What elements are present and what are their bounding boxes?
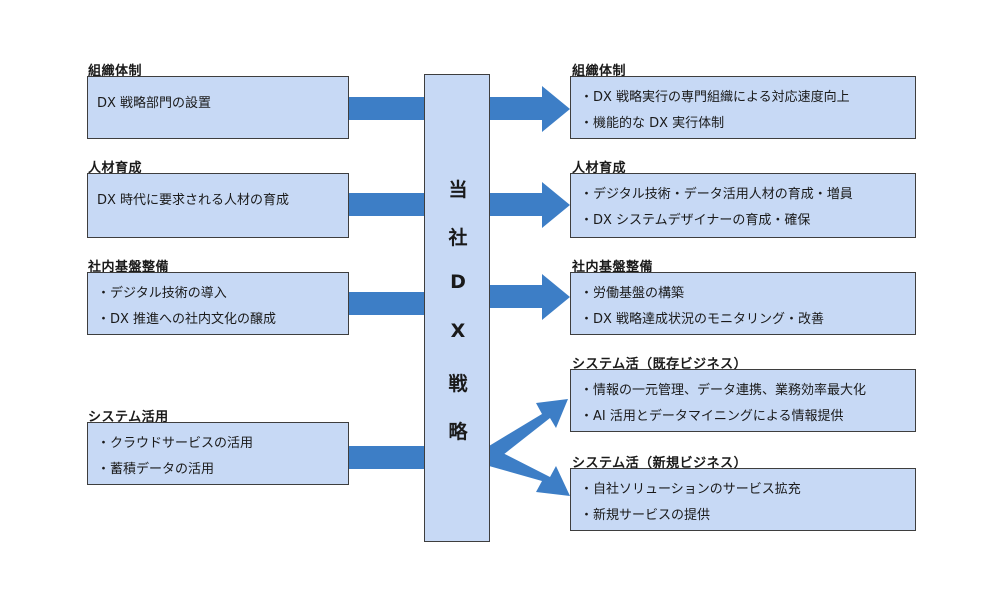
right-arrow-2 xyxy=(489,182,570,228)
left-box-hr-line-1: DX 時代に要求される人材の育成 xyxy=(97,193,290,208)
right-heading-organization: 組織体制 xyxy=(572,64,627,79)
right-box-system-existing-line-1: ・情報の一元管理、データ連携、業務効率最大化 xyxy=(580,383,867,398)
right-box-infrastructure-line-1: ・労働基盤の構築 xyxy=(580,286,685,301)
right-arrow-3 xyxy=(489,274,570,320)
left-box-system: ・クラウドサービスの活用 ・蓄積データの活用 xyxy=(87,422,349,485)
right-box-organization-line-2: ・機能的な DX 実行体制 xyxy=(580,116,725,131)
right-box-infrastructure-line-2: ・DX 戦略達成状況のモニタリング・改善 xyxy=(580,312,825,327)
left-heading-organization: 組織体制 xyxy=(88,64,143,79)
left-box-hr: DX 時代に要求される人材の育成 xyxy=(87,173,349,238)
left-heading-system: システム活用 xyxy=(88,410,169,425)
left-box-infrastructure-line-2: ・DX 推進への社内文化の醸成 xyxy=(97,312,277,327)
right-box-hr-line-2: ・DX システムデザイナーの育成・確保 xyxy=(580,213,811,228)
center-char-1: 当 xyxy=(448,179,468,201)
left-box-system-line-2: ・蓄積データの活用 xyxy=(97,462,215,477)
right-box-organization: ・DX 戦略実行の専門組織による対応速度向上 ・機能的な DX 実行体制 xyxy=(570,76,916,139)
right-heading-infrastructure: 社内基盤整備 xyxy=(572,260,654,275)
right-box-system-new-line-2: ・新規サービスの提供 xyxy=(580,508,711,523)
right-heading-hr: 人材育成 xyxy=(572,161,627,176)
right-box-system-new-line-1: ・自社ソリューションのサービス拡充 xyxy=(580,482,801,497)
right-heading-system-new: システム活（新規ビジネス） xyxy=(572,456,748,471)
left-box-organization: DX 戦略部門の設置 xyxy=(87,76,349,139)
right-heading-system-existing: システム活（既存ビジネス） xyxy=(572,357,748,372)
right-box-infrastructure: ・労働基盤の構築 ・DX 戦略達成状況のモニタリング・改善 xyxy=(570,272,916,335)
center-char-2: 社 xyxy=(448,227,468,249)
right-box-system-existing: ・情報の一元管理、データ連携、業務効率最大化 ・AI 活用とデータマイニングによ… xyxy=(570,369,916,432)
branch-arrow-upper xyxy=(489,399,568,466)
left-connector-3 xyxy=(347,292,425,315)
right-box-system-new: ・自社ソリューションのサービス拡充 ・新規サービスの提供 xyxy=(570,468,916,531)
left-heading-hr: 人材育成 xyxy=(88,161,143,176)
left-connector-2 xyxy=(347,193,425,216)
right-box-hr: ・デジタル技術・データ活用人材の育成・増員 ・DX システムデザイナーの育成・確… xyxy=(570,173,916,238)
left-box-system-line-1: ・クラウドサービスの活用 xyxy=(97,436,254,451)
center-char-5: 戦 xyxy=(448,373,468,395)
left-box-infrastructure-line-1: ・デジタル技術の導入 xyxy=(97,286,227,301)
left-box-infrastructure: ・デジタル技術の導入 ・DX 推進への社内文化の醸成 xyxy=(87,272,349,335)
center-char-3: D xyxy=(450,271,466,293)
center-char-6: 略 xyxy=(448,421,468,443)
center-char-4: X xyxy=(450,320,466,342)
left-box-organization-line-1: DX 戦略部門の設置 xyxy=(97,96,212,111)
right-arrow-1 xyxy=(489,86,570,132)
right-box-organization-line-1: ・DX 戦略実行の専門組織による対応速度向上 xyxy=(580,90,850,105)
branch-arrow-lower xyxy=(489,446,570,496)
left-connector-4 xyxy=(347,446,425,469)
left-heading-infrastructure: 社内基盤整備 xyxy=(88,260,170,275)
right-box-system-existing-line-2: ・AI 活用とデータマイニングによる情報提供 xyxy=(580,409,844,424)
left-connector-1 xyxy=(347,97,425,120)
company-dx-strategy-box: 当 社 D X 戦 略 xyxy=(424,74,490,542)
right-box-hr-line-1: ・デジタル技術・データ活用人材の育成・増員 xyxy=(580,187,853,202)
